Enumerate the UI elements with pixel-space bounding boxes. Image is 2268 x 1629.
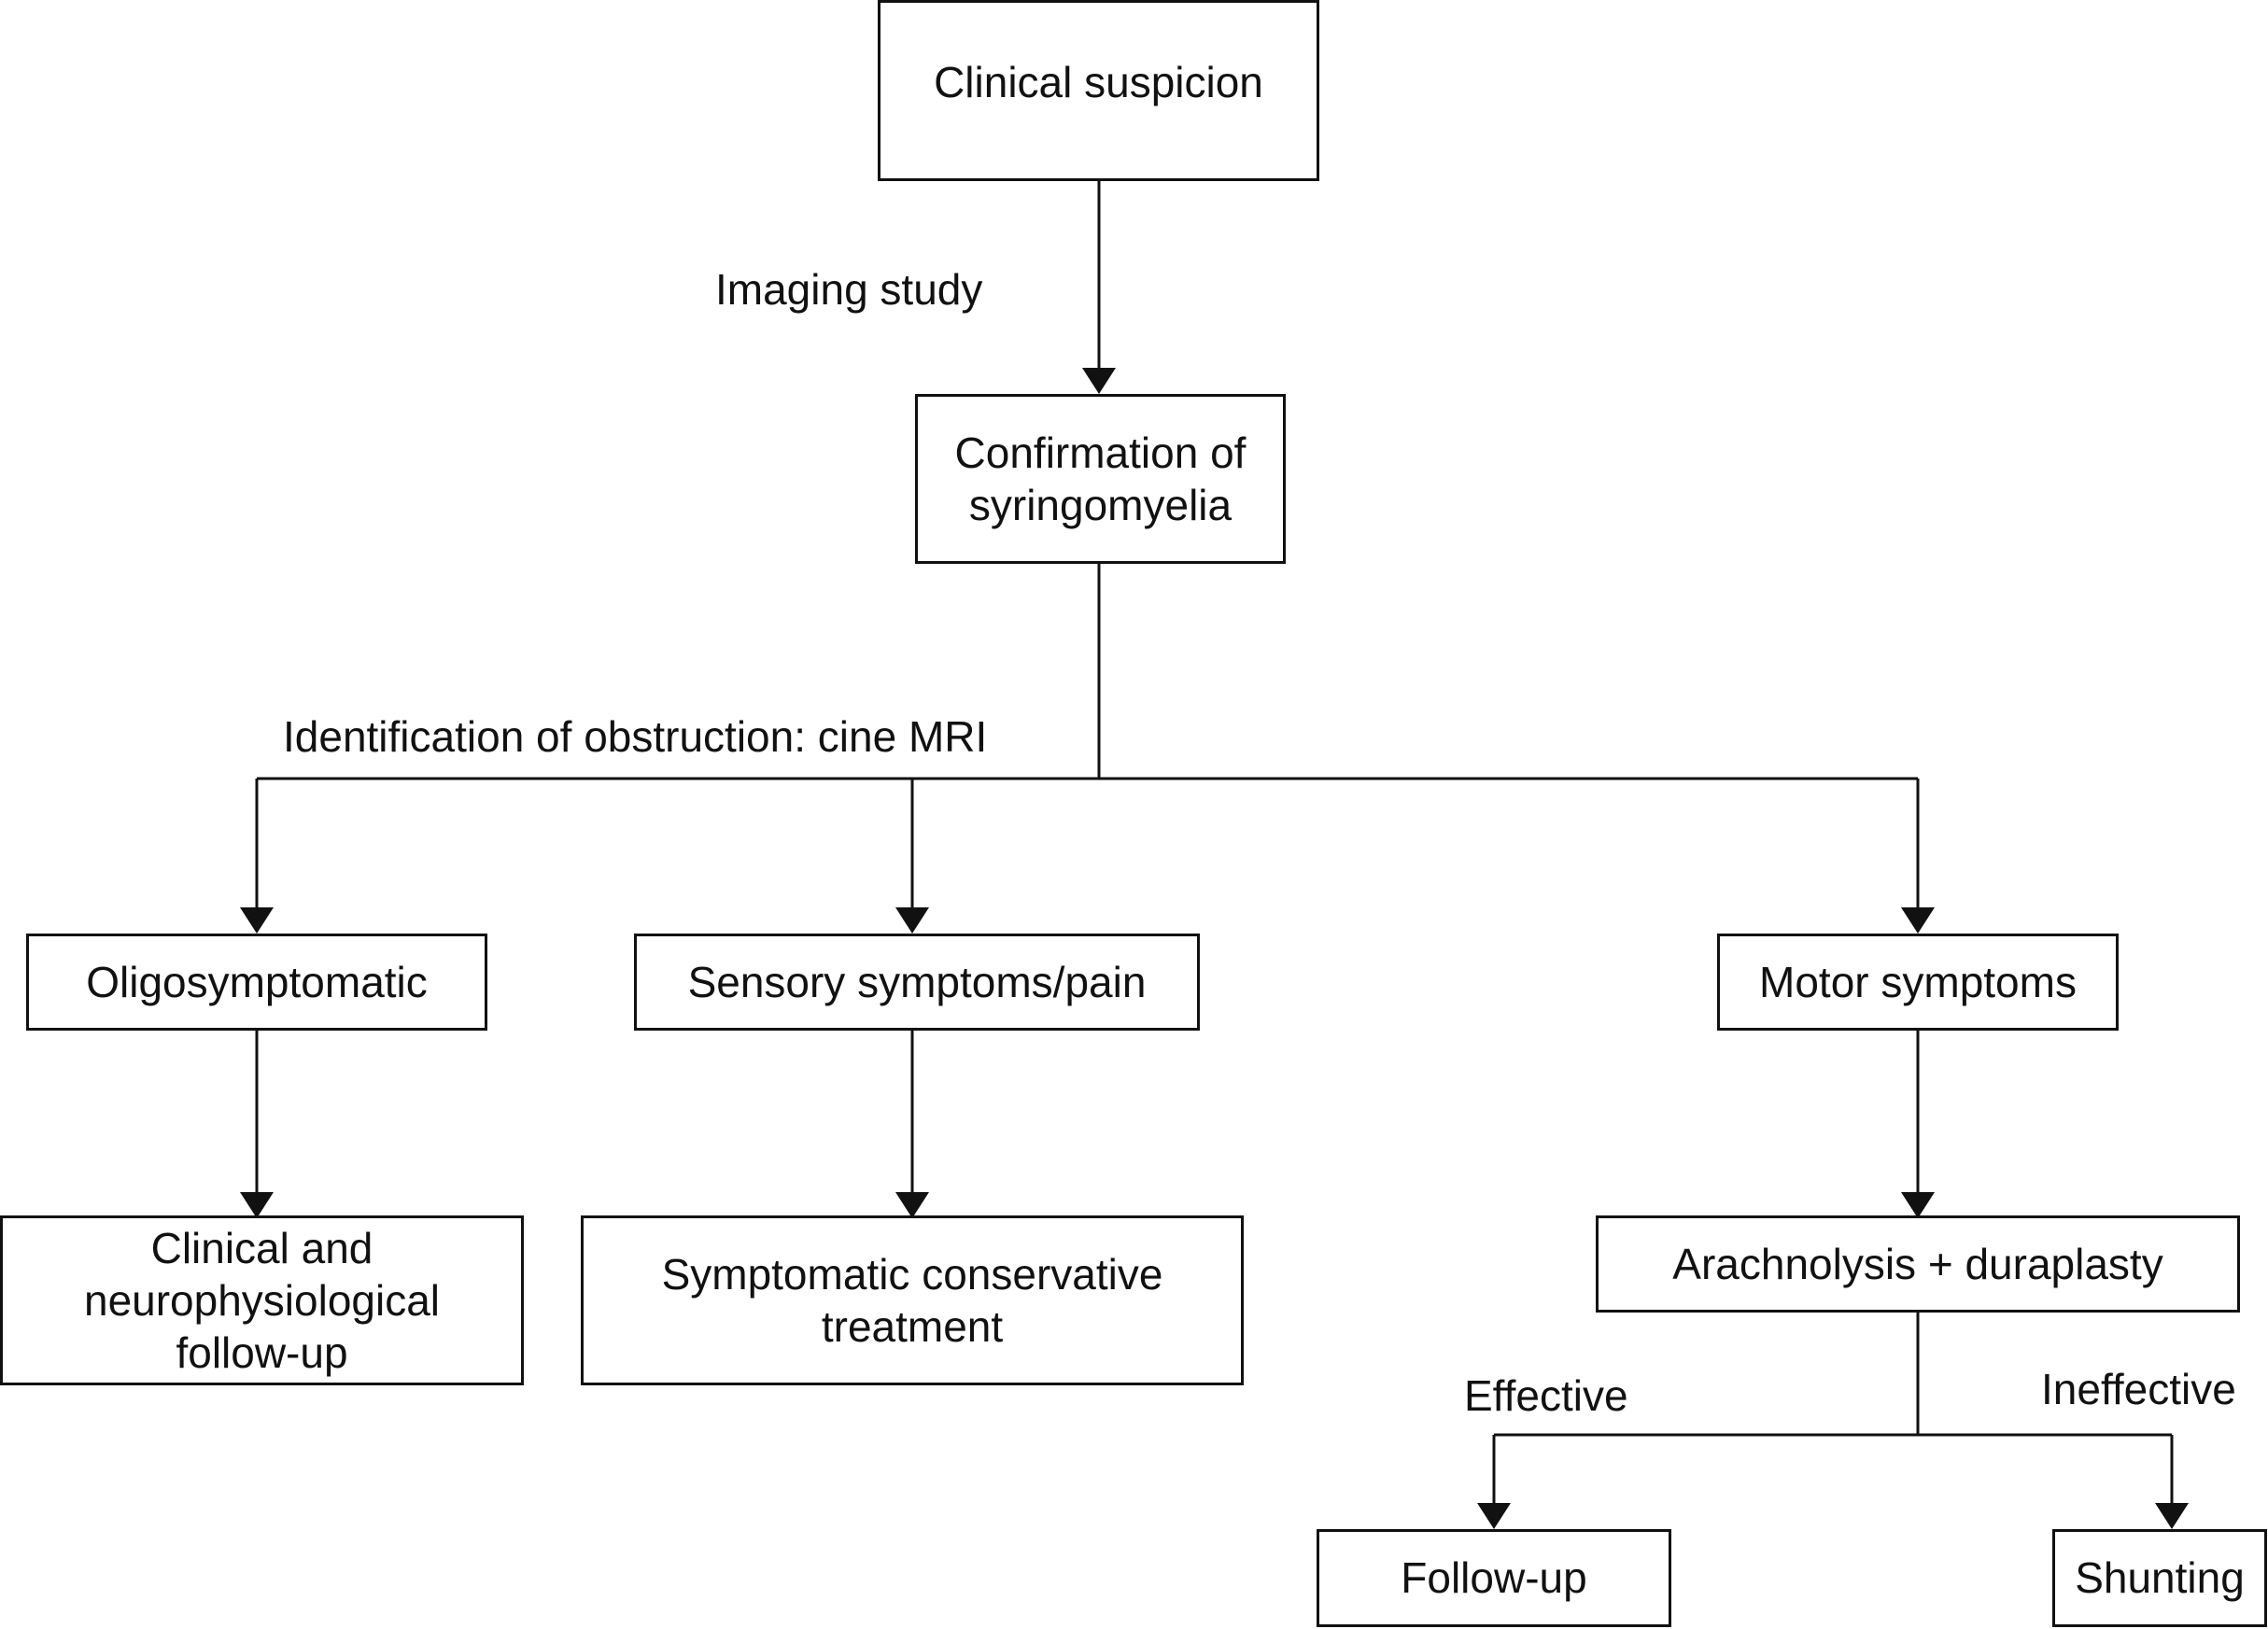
arrowhead-motor (1901, 907, 1935, 934)
edge-label-imaging-study: Imaging study (715, 265, 983, 314)
edge-label-ineffective: Ineffective (2041, 1365, 2236, 1413)
node-oligosymptomatic-text: Oligosymptomatic (86, 957, 428, 1006)
node-clinical-followup-line-1: Clinical and (150, 1223, 373, 1272)
node-clinical-suspicion: Clinical suspicion (878, 0, 1319, 181)
node-clinical-neurophysiological-followup: Clinical and neurophysiological follow-u… (0, 1215, 524, 1385)
arrowhead-clinical-followup (240, 1192, 274, 1218)
arrowhead-conservative (895, 1192, 929, 1218)
node-motor-symptoms-text: Motor symptoms (1759, 957, 2077, 1006)
node-clinical-followup-line-3: follow-up (176, 1328, 348, 1378)
edge-label-effective: Effective (1464, 1371, 1628, 1420)
node-motor-symptoms: Motor symptoms (1717, 934, 2119, 1031)
node-confirmation-line-2: syringomyelia (968, 481, 1233, 529)
node-confirmation-line-1: Confirmation of (954, 428, 1247, 477)
node-follow-up-text: Follow-up (1401, 1553, 1587, 1603)
node-confirmation: Confirmation of syringomyelia (915, 394, 1286, 564)
edge-label-identification: Identification of obstruction: cine MRI (283, 712, 988, 761)
node-conservative-line-2: treatment (821, 1302, 1004, 1351)
node-sensory-symptoms-text: Sensory symptoms/pain (687, 957, 1147, 1006)
arrowhead-confirmation (1082, 368, 1116, 394)
node-shunting-text: Shunting (2075, 1553, 2245, 1603)
node-conservative-line-1: Symptomatic conservative (661, 1249, 1163, 1299)
node-clinical-followup-line-2: neurophysiological (83, 1275, 441, 1325)
arrowhead-arachnolysis (1901, 1192, 1935, 1218)
node-shunting: Shunting (2052, 1529, 2267, 1627)
arrowhead-shunting (2155, 1503, 2189, 1529)
arrowhead-sensory (895, 907, 929, 934)
node-oligosymptomatic: Oligosymptomatic (26, 934, 487, 1031)
arrowhead-followup (1477, 1503, 1511, 1529)
node-symptomatic-conservative-treatment: Symptomatic conservative treatment (581, 1215, 1244, 1385)
node-arachnolysis-text: Arachnolysis + duraplasty (1672, 1239, 2163, 1288)
node-follow-up: Follow-up (1317, 1529, 1671, 1627)
node-clinical-suspicion-text: Clinical suspicion (934, 57, 1263, 106)
arrowhead-oligosymptomatic (240, 907, 274, 934)
node-arachnolysis-duraplasty: Arachnolysis + duraplasty (1596, 1215, 2240, 1313)
node-sensory-symptoms: Sensory symptoms/pain (634, 934, 1200, 1031)
